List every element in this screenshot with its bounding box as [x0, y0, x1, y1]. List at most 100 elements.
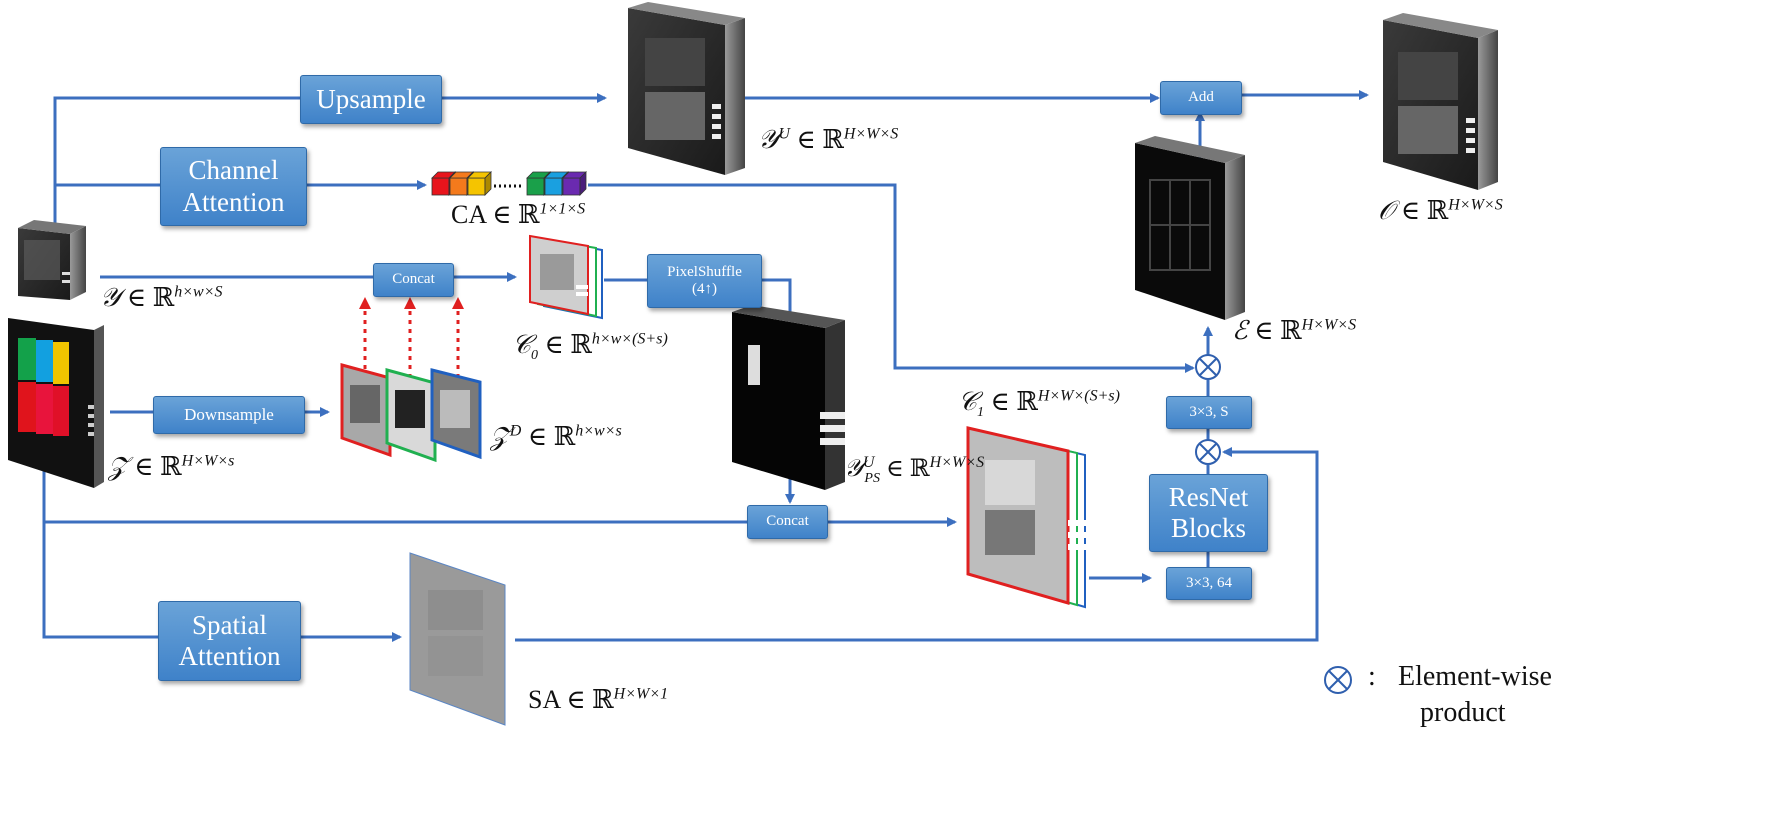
channel-attention-label-2: Attention — [182, 186, 285, 217]
label-y-rest: ∈ ℝ — [120, 283, 175, 312]
label-yu-symsup: U — [778, 125, 790, 143]
channel-attention-label-1: Channel — [188, 155, 279, 186]
label-zd-rest: ∈ ℝ — [521, 422, 576, 451]
ca-cube-6 — [562, 171, 587, 196]
yps-image-cube — [732, 305, 845, 490]
upsample-label: Upsample — [316, 83, 426, 114]
label-sa-sup: H×W×1 — [613, 685, 669, 703]
resnet-blocks-block: ResNet Blocks — [1149, 474, 1268, 552]
label-yu: 𝒴U ∈ ℝH×W×S — [758, 125, 898, 156]
legend-colon: : — [1368, 661, 1376, 693]
label-sa-rest: ∈ ℝ — [559, 685, 614, 714]
sa-image — [409, 552, 506, 726]
label-zd: 𝒵D ∈ ℝh×w×s — [490, 422, 622, 453]
label-e-rest: ∈ ℝ — [1247, 316, 1302, 345]
channel-attention-block: Channel Attention — [160, 147, 307, 226]
label-z-symbol: 𝒵 — [108, 452, 128, 481]
conv-64-block: 3×3, 64 — [1166, 567, 1252, 600]
label-c1: 𝒞1 ∈ ℝH×W×(S+s) — [958, 387, 1120, 421]
label-yps-rest: ∈ ℝ — [879, 456, 930, 482]
pixelshuffle-label-1: PixelShuffle — [667, 263, 742, 280]
dotted-red-arrows — [359, 297, 464, 378]
resnet-label-1: ResNet — [1168, 481, 1249, 512]
label-c0-sub: 0 — [530, 348, 538, 364]
label-o-rest: ∈ ℝ — [1394, 196, 1449, 225]
label-c0-sup: h×w×(S+s) — [591, 330, 668, 348]
label-yu-symbol: 𝒴 — [758, 125, 779, 154]
spatial-attention-block: Spatial Attention — [158, 601, 301, 681]
label-c1-rest: ∈ ℝ — [983, 387, 1038, 416]
label-yps-sub: PS — [864, 470, 880, 486]
yu-image-cube — [628, 2, 745, 175]
y-image-cube — [18, 220, 86, 300]
spatial-attention-label-2: Attention — [178, 641, 281, 671]
label-yu-sup: H×W×S — [843, 125, 899, 143]
add-label: Add — [1188, 89, 1214, 106]
label-zd-sup: h×w×s — [575, 422, 622, 440]
label-e: ℰ ∈ ℝH×W×S — [1232, 316, 1356, 346]
label-c1-symbol: 𝒞 — [958, 387, 977, 416]
ca-cubes — [431, 171, 587, 196]
label-c0-rest: ∈ ℝ — [537, 330, 592, 359]
label-o: 𝒪 ∈ ℝH×W×S — [1378, 196, 1503, 227]
label-y-symbol: 𝒴 — [100, 283, 121, 312]
z-image-cube — [8, 318, 104, 488]
label-sa: SA ∈ ℝH×W×1 — [528, 685, 668, 715]
label-sa-symbol: SA — [528, 685, 560, 714]
legend-line-2: product — [1420, 697, 1506, 729]
connections — [42, 90, 1369, 642]
label-yps-symsup: U — [862, 454, 875, 471]
y-trunk-line — [53, 96, 300, 225]
downsample-label: Downsample — [184, 405, 274, 425]
spatial-attention-label-1: Spatial — [192, 609, 267, 640]
pixelshuffle-block: PixelShuffle (4↑) — [647, 254, 762, 308]
legend-multiply-icon — [1324, 666, 1352, 694]
conv-64-label: 3×3, 64 — [1186, 574, 1232, 591]
label-ca-symbol: CA — [451, 200, 486, 229]
z-trunk-line — [42, 470, 158, 639]
label-e-sup: H×W×S — [1301, 316, 1357, 334]
c1-image-stack — [966, 426, 1088, 609]
label-ca-rest: ∈ ℝ — [485, 200, 540, 229]
pixelshuffle-to-yps-arrow — [760, 278, 795, 322]
concat-bottom-label: Concat — [766, 513, 809, 530]
legend-line-2-text: product — [1420, 697, 1506, 728]
label-c1-sup: H×W×(S+s) — [1037, 387, 1120, 405]
label-zd-symbol: 𝒵 — [490, 422, 510, 451]
legend-line-1-text: Element-wise — [1398, 661, 1552, 692]
multiply-bottom-icon — [1195, 439, 1221, 465]
label-o-symbol: 𝒪 — [1378, 196, 1395, 225]
label-c0-symbol: 𝒞 — [512, 330, 531, 359]
label-yps-sup: H×W×S — [929, 454, 985, 471]
label-e-symbol: ℰ — [1232, 316, 1248, 345]
concat-bottom-block: Concat — [747, 505, 828, 539]
label-z-rest: ∈ ℝ — [127, 452, 182, 481]
resnet-label-2: Blocks — [1170, 513, 1246, 543]
multiply-top-icon — [1195, 354, 1221, 380]
conv-s-label: 3×3, S — [1189, 403, 1229, 420]
label-o-sup: H×W×S — [1448, 196, 1503, 214]
label-c0: 𝒞0 ∈ ℝh×w×(S+s) — [512, 330, 668, 364]
label-c1-sub: 1 — [976, 405, 984, 421]
o-image-cube — [1383, 13, 1498, 190]
ca-cube-3 — [467, 171, 492, 196]
label-ca-sup: 1×1×S — [539, 200, 586, 218]
label-yps: 𝒴UPS ∈ ℝH×W×S — [844, 454, 984, 487]
legend-line-1: Element-wise — [1398, 661, 1552, 693]
e-image-cube — [1135, 136, 1245, 320]
downsample-block: Downsample — [153, 396, 305, 434]
zd-image-stack — [340, 363, 482, 463]
conv-s-block: 3×3, S — [1166, 396, 1252, 429]
label-ca: CA ∈ ℝ1×1×S — [451, 200, 585, 230]
sa-to-multiply-line — [515, 447, 1319, 642]
pixelshuffle-label-2: (4↑) — [692, 281, 717, 297]
label-yps-symbol: 𝒴 — [844, 456, 863, 482]
ca-to-multiply-line — [588, 183, 1195, 373]
label-zd-symsup: D — [509, 422, 522, 440]
concat-top-block: Concat — [373, 263, 454, 297]
label-z: 𝒵 ∈ ℝH×W×s — [108, 452, 234, 483]
label-yu-rest: ∈ ℝ — [789, 125, 844, 154]
upsample-block: Upsample — [300, 75, 442, 124]
legend-colon-text: : — [1368, 661, 1376, 692]
